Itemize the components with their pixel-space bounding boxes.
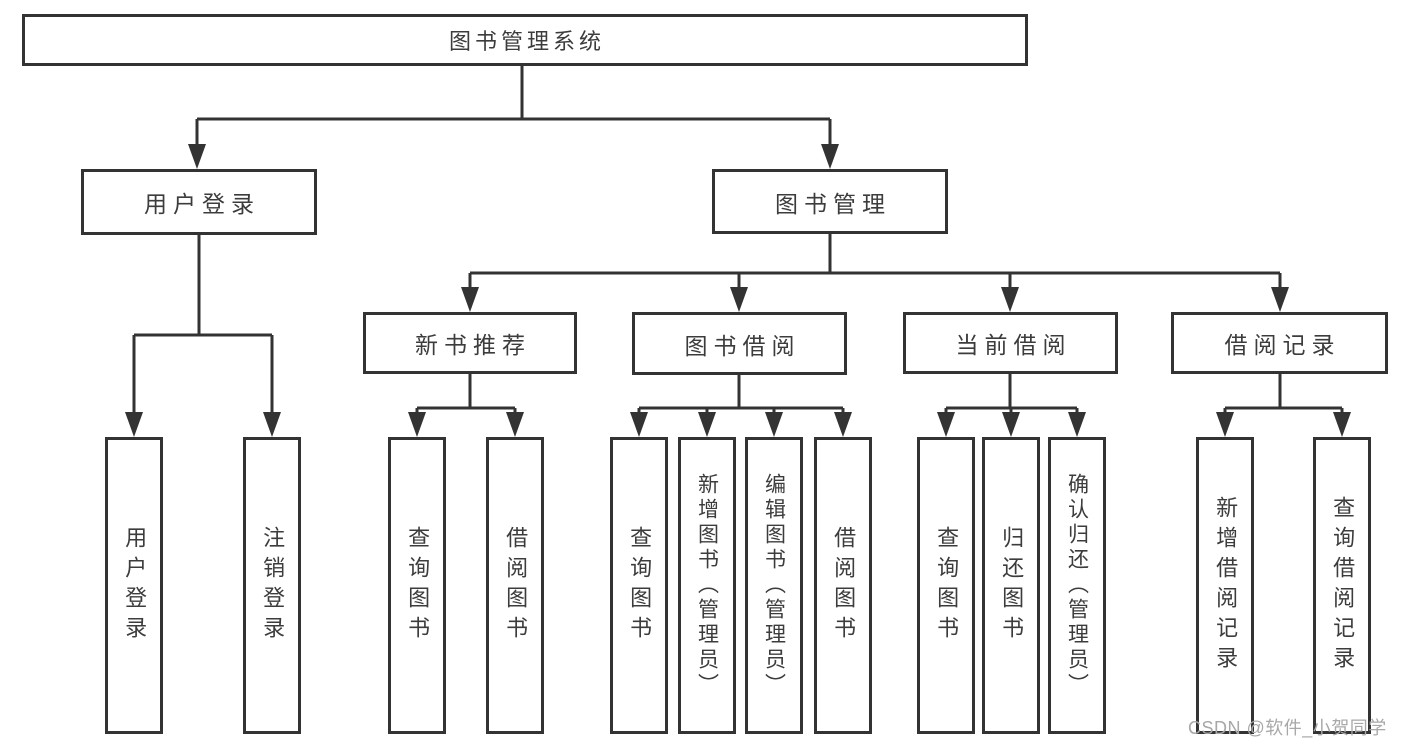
leaf-user-login: 用户登录	[105, 437, 163, 734]
leaf-label: 编辑图书（管理员）	[762, 473, 786, 698]
node-book-borrowing: 图书借阅	[632, 312, 847, 375]
node-current-borrowing: 当前借阅	[903, 312, 1118, 374]
leaf-logout: 注销登录	[243, 437, 301, 734]
leaf-label: 新增借阅记录	[1213, 495, 1239, 676]
leaf-newbook-borrow-books: 借阅图书	[486, 437, 544, 734]
leaf-newbook-query-books: 查询图书	[388, 437, 446, 734]
node-label: 新书推荐	[415, 332, 531, 358]
leaf-borrow-edit-books-admin: 编辑图书（管理员）	[745, 437, 803, 734]
connector-book-borrowing	[630, 374, 852, 437]
leaf-label: 查询图书	[627, 525, 653, 646]
node-new-book-recommendation: 新书推荐	[363, 312, 577, 374]
leaf-label: 确认归还（管理员）	[1065, 473, 1089, 698]
node-label: 借阅记录	[1224, 332, 1341, 358]
node-label: 用户登录	[144, 191, 260, 217]
leaf-current-return-books: 归还图书	[982, 437, 1040, 734]
leaf-label: 查询图书	[405, 525, 431, 646]
connector-current-borrowing	[937, 374, 1086, 437]
node-user-login: 用户登录	[81, 169, 317, 235]
leaf-borrow-query-books: 查询图书	[610, 437, 668, 734]
leaf-current-confirm-return-admin: 确认归还（管理员）	[1048, 437, 1106, 734]
leaf-label: 归还图书	[999, 525, 1025, 646]
connector-root	[188, 66, 839, 169]
watermark: CSDN @软件_小贺同学	[1188, 718, 1387, 738]
leaf-label: 注销登录	[260, 525, 286, 646]
leaf-borrow-borrow-books: 借阅图书	[814, 437, 872, 734]
leaf-current-query-books: 查询图书	[917, 437, 975, 734]
leaf-borrow-add-books-admin: 新增图书（管理员）	[678, 437, 736, 734]
connector-user-login	[125, 235, 281, 437]
connector-book-management	[461, 234, 1289, 312]
node-label: 图书借阅	[684, 332, 801, 359]
leaf-records-add-record: 新增借阅记录	[1196, 437, 1254, 734]
node-book-management: 图书管理	[712, 169, 948, 234]
node-label: 当前借阅	[955, 332, 1072, 358]
node-label: 图书管理系统	[448, 29, 605, 54]
leaf-label: 查询图书	[934, 525, 960, 646]
leaf-label: 借阅图书	[831, 525, 857, 646]
leaf-label: 新增图书（管理员）	[695, 473, 719, 698]
leaf-records-query-record: 查询借阅记录	[1313, 437, 1371, 734]
node-root: 图书管理系统	[22, 14, 1028, 66]
connector-borrowing-records	[1216, 374, 1351, 437]
node-label: 图书管理	[775, 190, 891, 217]
leaf-label: 查询借阅记录	[1330, 495, 1356, 676]
leaf-label: 用户登录	[122, 525, 148, 646]
leaf-label: 借阅图书	[503, 525, 529, 646]
node-borrowing-records: 借阅记录	[1171, 312, 1388, 374]
connector-new-book-recommendation	[408, 374, 524, 437]
